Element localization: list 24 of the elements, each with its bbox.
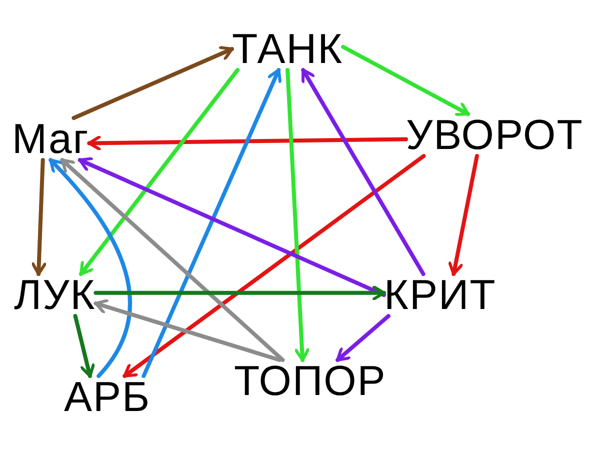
node-label: ТАНК [232,28,344,70]
arrow [79,68,240,276]
arrow [286,68,310,362]
arrow [78,157,386,297]
arrow [48,158,132,378]
arrow [31,158,46,276]
arrow [122,154,426,378]
node-label: ЛУК [14,274,96,316]
arrow [72,46,234,120]
node-label: Маг [12,118,90,160]
arrow [94,285,386,300]
node-label: УВОРОТ [406,114,584,156]
arrow [336,314,390,362]
node-label: КРИТ [384,274,496,316]
node-label: АРБ [64,376,151,418]
arrow [94,299,282,362]
arrow [87,136,408,151]
node-label: ТОПОР [234,360,386,402]
arrow [341,44,470,116]
arrow [142,68,282,378]
arrow [60,158,285,362]
arrow [301,68,426,276]
arrow [448,154,479,276]
arrow [73,314,95,378]
